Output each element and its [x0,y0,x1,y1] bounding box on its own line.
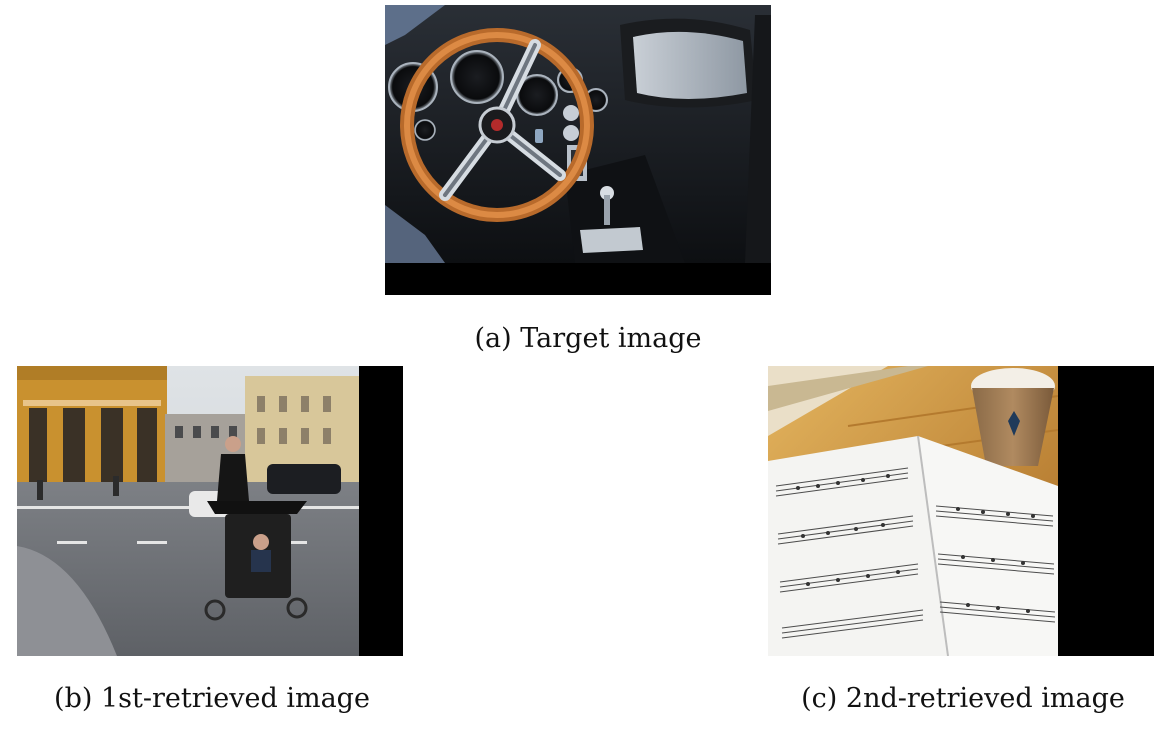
second-retrieved-image [768,366,1154,656]
first-retrieved-image [17,366,403,656]
street-scene-photo [17,366,403,656]
caption-second-retrieved-image: (c) 2nd-retrieved image [801,683,1125,714]
sheet-music-photo [768,366,1154,656]
target-image [385,5,771,295]
caption-target-image: (a) Target image [474,323,702,354]
caption-first-retrieved-image: (b) 1st-retrieved image [54,683,370,714]
car-dashboard-photo [385,5,771,295]
